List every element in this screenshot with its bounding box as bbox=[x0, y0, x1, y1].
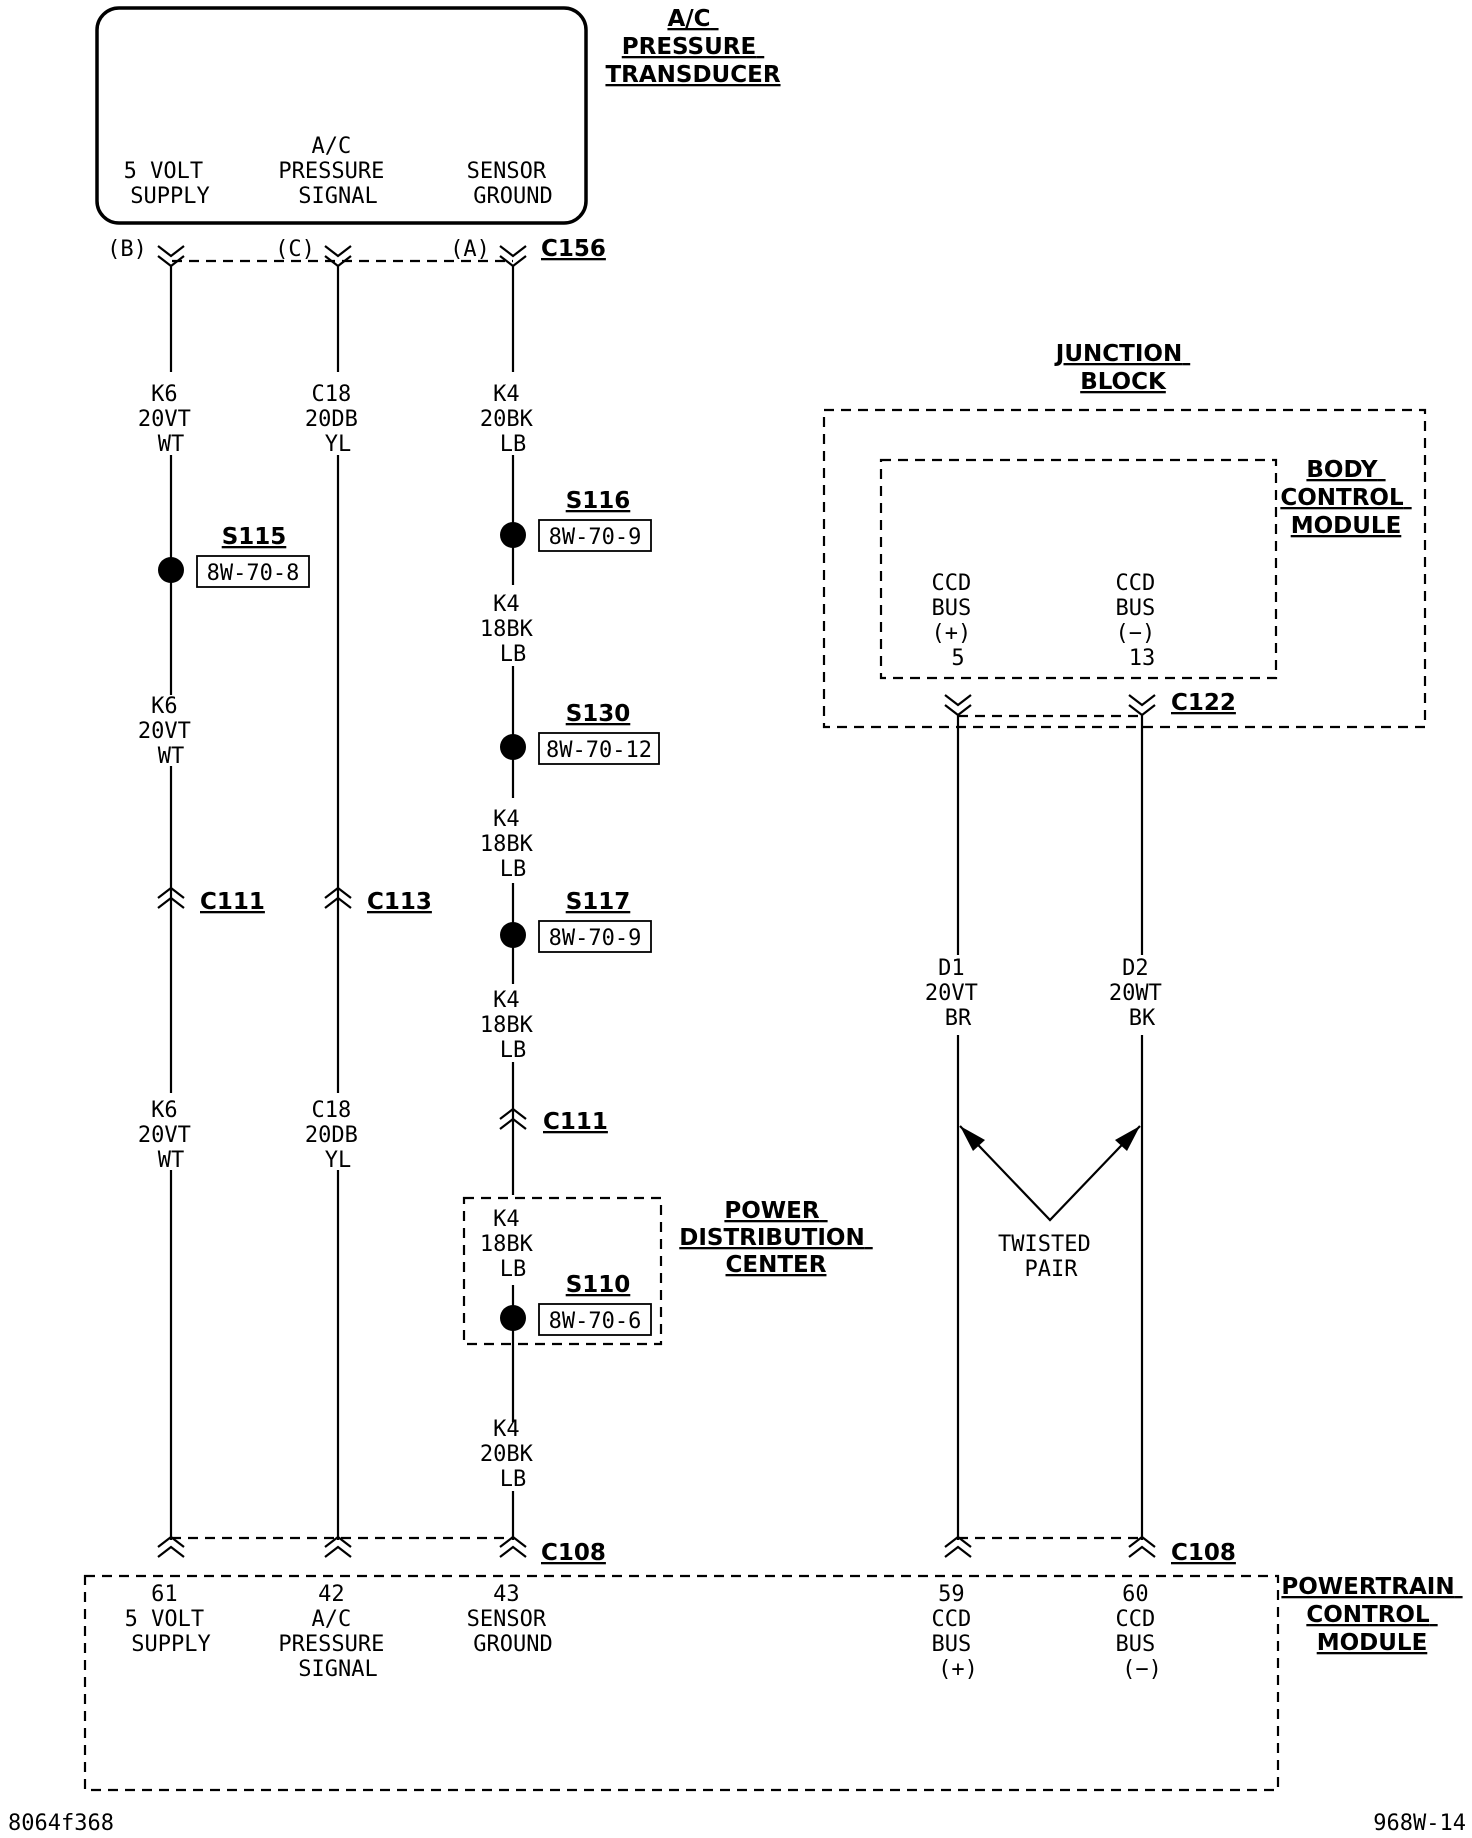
splice-s117: S117 8W-70-9 bbox=[500, 889, 652, 953]
wire-d2: D2 20WT BK bbox=[1109, 715, 1175, 1540]
svg-text:8W-70-9: 8W-70-9 bbox=[549, 926, 642, 951]
pcm-pin-42: 42 A/C PRESSURE SIGNAL bbox=[278, 1582, 397, 1682]
wire-label-k4-4: K4 18BK LB bbox=[480, 988, 546, 1063]
wire-label-d1: D1 20VT BR bbox=[925, 956, 991, 1031]
connector-c113: C113 bbox=[324, 886, 432, 915]
pcm-pin-43: 43 SENSOR GROUND bbox=[467, 1582, 560, 1657]
wire-label-c18-bot: C18 20DB YL bbox=[305, 1098, 371, 1173]
svg-text:C111: C111 bbox=[200, 889, 265, 915]
pdc-title: POWER DISTRIBUTION CENTER bbox=[679, 1198, 872, 1278]
svg-text:S116: S116 bbox=[566, 488, 631, 514]
junction-block-title: JUNCTION BLOCK bbox=[1054, 341, 1190, 395]
wire-label-k4-6: K4 20BK LB bbox=[480, 1417, 546, 1492]
wire-label-k4-1: K4 20BK LB bbox=[480, 382, 546, 457]
splice-s110: S110 8W-70-6 bbox=[500, 1272, 652, 1336]
svg-text:S130: S130 bbox=[566, 701, 631, 727]
c156-cavity-b: (B) bbox=[107, 237, 147, 262]
transducer-pin-5v: 5 VOLT SUPPLY bbox=[124, 159, 217, 209]
wire-label-k6-mid: K6 20VT WT bbox=[138, 694, 204, 769]
pcm-pin-60: 60 CCD BUS (−) bbox=[1116, 1582, 1169, 1682]
body-control-module: BODY CONTROL MODULE CCD BUS (+) 5 CCD BU… bbox=[879, 457, 1411, 680]
c156-cavity-a: (A) bbox=[450, 237, 490, 262]
svg-text:C108: C108 bbox=[1171, 1540, 1236, 1566]
bcm-pin-plus: CCD BUS (+) 5 bbox=[932, 571, 985, 671]
splice-s115: S115 8W-70-8 bbox=[158, 524, 310, 588]
wire-k4: K4 20BK LB K4 18BK LB K4 18BK LB K4 18BK… bbox=[480, 266, 546, 1540]
wire-k6: K6 20VT WT K6 20VT WT K6 20VT WT bbox=[138, 266, 204, 1540]
transducer-pin-ground: SENSOR GROUND bbox=[467, 159, 560, 209]
svg-text:S117: S117 bbox=[566, 889, 631, 915]
wire-d1: D1 20VT BR bbox=[925, 715, 991, 1540]
pcm-pin-59: 59 CCD BUS (+) bbox=[932, 1582, 985, 1682]
splice-s116: S116 8W-70-9 bbox=[500, 488, 652, 552]
power-distribution-center: POWER DISTRIBUTION CENTER bbox=[462, 1196, 872, 1346]
transducer-box bbox=[95, 6, 588, 225]
wire-label-k4-5: K4 18BK LB bbox=[480, 1207, 546, 1282]
connector-c111-b: C111 bbox=[499, 1107, 608, 1135]
svg-text:C108: C108 bbox=[541, 1540, 606, 1566]
connector-c122: C122 bbox=[944, 690, 1236, 718]
svg-text:S110: S110 bbox=[566, 1272, 631, 1298]
footer-left-code: 8064f368 bbox=[8, 1811, 114, 1836]
pcm-title: POWERTRAIN CONTROL MODULE bbox=[1281, 1574, 1462, 1656]
wire-label-d2: D2 20WT BK bbox=[1109, 956, 1175, 1031]
svg-text:8W-70-6: 8W-70-6 bbox=[549, 1309, 642, 1334]
c156-label: C156 bbox=[541, 236, 606, 262]
wire-label-c18-top: C18 20DB YL bbox=[305, 382, 371, 457]
powertrain-control-module: POWERTRAIN CONTROL MODULE 61 5 VOLT SUPP… bbox=[83, 1574, 1462, 1792]
bcm-pin-minus: CCD BUS (−) 13 bbox=[1116, 571, 1169, 671]
transducer-title: A/C PRESSURE TRANSDUCER bbox=[605, 6, 780, 88]
svg-text:C113: C113 bbox=[367, 889, 432, 915]
svg-text:C122: C122 bbox=[1171, 690, 1236, 716]
junction-block: JUNCTION BLOCK bbox=[822, 341, 1427, 729]
transducer-pin-signal: A/C PRESSURE SIGNAL bbox=[278, 134, 397, 209]
wire-label-k6-bot: K6 20VT WT bbox=[138, 1098, 204, 1173]
connector-c108-b: C108 bbox=[944, 1535, 1236, 1566]
wire-label-k4-3: K4 18BK LB bbox=[480, 807, 546, 882]
connector-c156: (B) (C) (A) C156 bbox=[107, 236, 606, 268]
footer-right-code: 968W-14 bbox=[1373, 1811, 1466, 1836]
svg-text:S115: S115 bbox=[222, 524, 287, 550]
svg-text:8W-70-9: 8W-70-9 bbox=[549, 525, 642, 550]
splice-s130: S130 8W-70-12 bbox=[500, 701, 660, 765]
connector-c111-a: C111 bbox=[157, 886, 265, 915]
c156-cavity-c: (C) bbox=[275, 237, 315, 262]
twisted-pair-callout: TWISTED PAIR bbox=[959, 1125, 1141, 1282]
twisted-pair-label: TWISTED PAIR bbox=[998, 1232, 1104, 1282]
wire-label-k6-top: K6 20VT WT bbox=[138, 382, 204, 457]
connector-c108-a: C108 bbox=[157, 1535, 606, 1566]
wire-label-k4-2: K4 18BK LB bbox=[480, 592, 546, 667]
svg-text:8W-70-12: 8W-70-12 bbox=[546, 738, 652, 763]
pcm-pin-61: 61 5 VOLT SUPPLY bbox=[125, 1582, 218, 1657]
bcm-title: BODY CONTROL MODULE bbox=[1280, 457, 1411, 539]
wire-c18: C18 20DB YL C18 20DB YL bbox=[305, 266, 371, 1540]
svg-text:C111: C111 bbox=[543, 1109, 608, 1135]
svg-text:8W-70-8: 8W-70-8 bbox=[207, 561, 300, 586]
